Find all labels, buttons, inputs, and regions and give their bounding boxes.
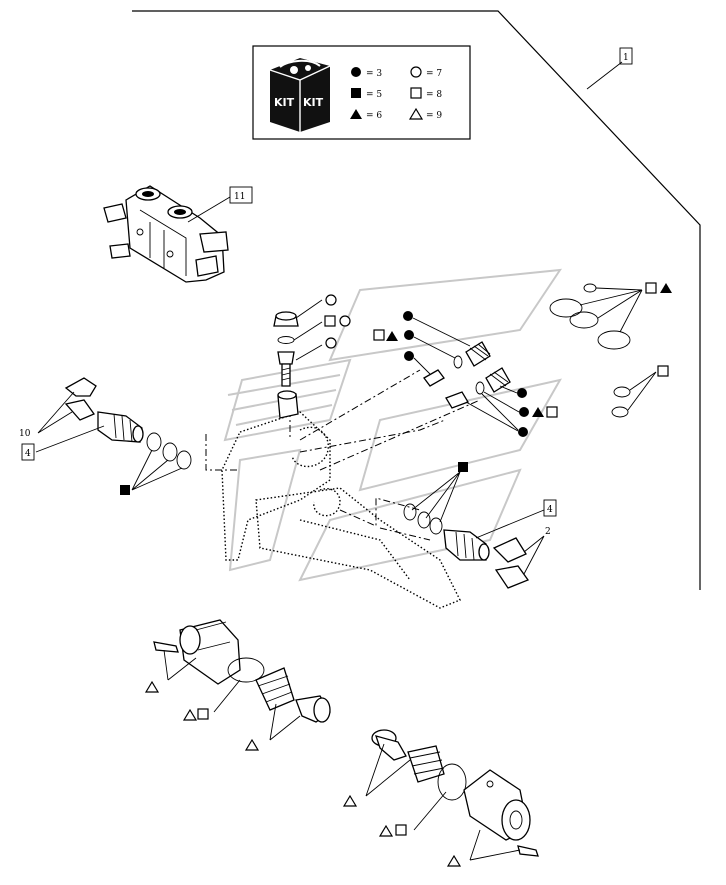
callout-open-circle-icon <box>325 337 337 349</box>
callout-open-triangle-icon <box>446 854 462 867</box>
legend-filled-square-icon <box>351 88 361 98</box>
legend-open-square-value: = 8 <box>426 90 442 100</box>
legend-filled-triangle-value: = 6 <box>366 111 382 121</box>
assembly-centerlines <box>205 369 481 541</box>
right-plug-set <box>423 341 511 409</box>
callout-open-square-icon <box>645 282 657 294</box>
lower-right-spring-cap-group <box>371 729 539 857</box>
frame-callout-label: 1 <box>623 53 629 63</box>
callout-filled-circle-icon <box>403 311 413 321</box>
valve-body-callout: 11 <box>229 186 253 204</box>
callout-filled-square-icon <box>458 462 468 472</box>
lower-left-spring-cap-group <box>153 619 331 723</box>
kit-text-right: KIT <box>303 96 324 109</box>
callout-open-square-icon <box>324 315 336 327</box>
callout-filled-circle-icon <box>517 388 527 398</box>
left-cap-callout-label: 10 <box>19 429 31 439</box>
callout-open-square-icon <box>197 708 209 720</box>
callout-filled-circle-icon <box>404 351 414 361</box>
left-plug-callout: 4 <box>21 443 35 461</box>
watermark-logo <box>223 268 563 582</box>
frame-callout: 1 <box>619 47 633 65</box>
callout-filled-square-icon <box>120 485 130 495</box>
right-plug-callout-label: 4 <box>547 505 553 515</box>
legend-open-circle-value: = 7 <box>426 69 442 79</box>
callout-open-triangle-icon <box>244 738 260 751</box>
kit-legend: KIT KIT = 3 = 7 = 5 = 8 = 6 = 9 <box>252 45 471 140</box>
top-plug-stack <box>273 311 299 419</box>
legend-filled-triangle-icon <box>350 109 362 119</box>
legend-filled-circle-icon <box>351 67 361 77</box>
legend-filled-circle-value: = 3 <box>366 69 382 79</box>
housing-ghost-outline <box>221 411 461 609</box>
callout-open-circle-icon <box>339 315 351 327</box>
frame-leader <box>586 61 623 90</box>
callout-open-triangle-icon <box>144 680 160 693</box>
o-ring-set-top-right <box>549 283 631 350</box>
callout-open-triangle-icon <box>342 794 358 807</box>
legend-filled-square-value: = 5 <box>366 90 382 100</box>
callout-filled-circle-icon <box>404 330 414 340</box>
callout-open-circle-icon <box>325 294 337 306</box>
callout-open-triangle-icon <box>378 824 394 837</box>
valve-body-leader <box>187 196 231 223</box>
legend-open-circle-icon <box>410 66 422 78</box>
callout-filled-triangle-icon <box>660 283 672 293</box>
right-plug-callout: 4 <box>543 499 557 517</box>
left-plug-callout-label: 4 <box>25 449 31 459</box>
legend-open-square-icon <box>410 87 422 99</box>
callout-filled-triangle-icon <box>532 407 544 417</box>
valve-body-callout-label: 11 <box>234 192 245 202</box>
callout-open-triangle-icon <box>182 708 198 721</box>
left-cap-and-plug <box>64 377 192 470</box>
right-plug-and-cap <box>403 503 530 589</box>
right-cap-callout-label: 2 <box>545 527 551 537</box>
callout-filled-circle-icon <box>518 427 528 437</box>
o-ring-pair-right <box>611 386 631 418</box>
valve-body-illustration <box>103 185 229 283</box>
kit-text-left: KIT <box>274 96 295 109</box>
callout-open-square-icon <box>657 365 669 377</box>
assembly-frame-line <box>132 10 701 590</box>
callout-open-square-icon <box>395 824 407 836</box>
callout-open-square-icon <box>546 406 558 418</box>
callout-open-square-icon <box>373 329 385 341</box>
kit-cube-icon: KIT KIT <box>269 58 331 132</box>
callout-filled-triangle-icon <box>386 331 398 341</box>
callout-filled-circle-icon <box>519 407 529 417</box>
legend-open-triangle-icon <box>408 107 424 120</box>
legend-open-triangle-value: = 9 <box>426 111 442 121</box>
